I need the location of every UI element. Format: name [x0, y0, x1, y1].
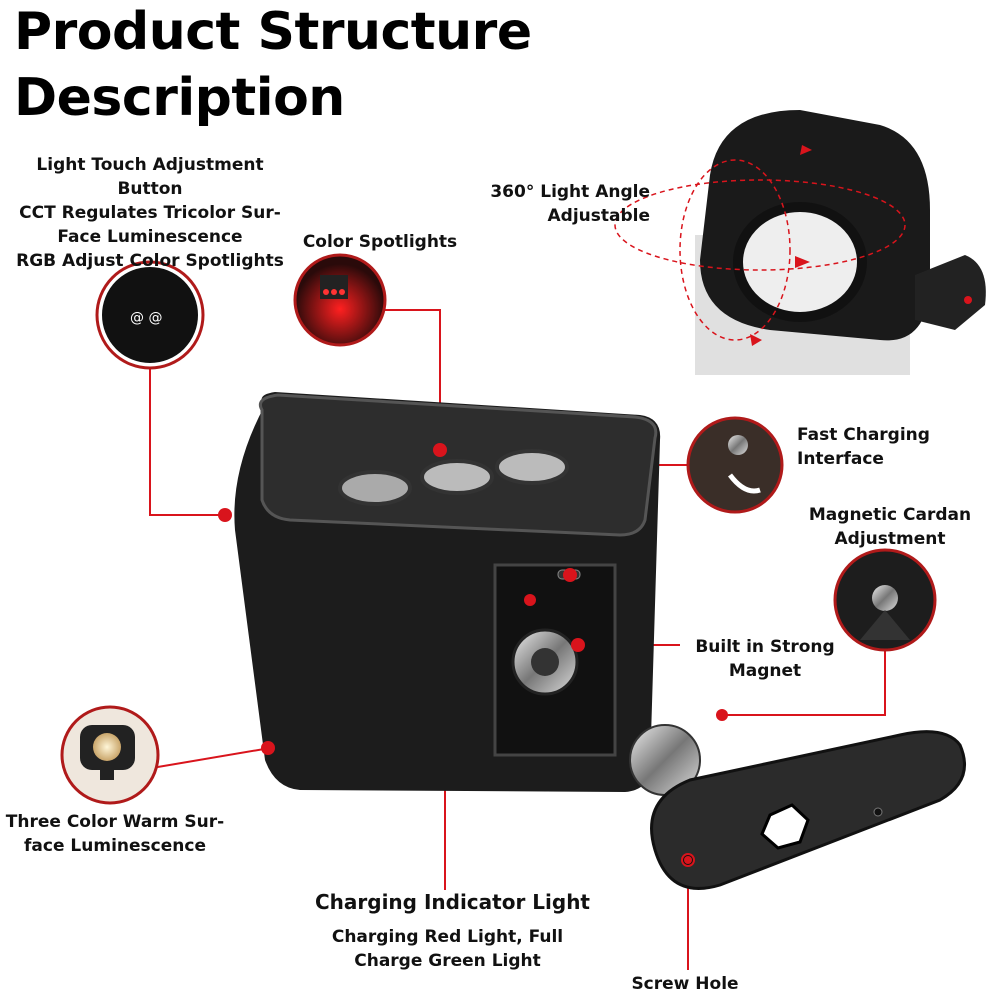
label-line: Interface	[797, 449, 884, 469]
label-magnetic-cardan: Magnetic Cardan Adjustment	[790, 503, 990, 551]
callout-dots	[218, 443, 728, 864]
label-color-spotlights: Color Spotlights	[302, 232, 458, 252]
magnetic-mount-plate	[629, 724, 966, 890]
warm-surface-inset	[60, 705, 160, 805]
touch-button-inset: @ @	[95, 260, 205, 370]
label-indicator-desc: Charging Red Light, Full Charge Green Li…	[310, 925, 585, 973]
label-line: Magnet	[728, 661, 802, 681]
label-line: Built in Strong	[695, 637, 835, 657]
rotation-illustration	[614, 110, 986, 375]
label-angle: 360° Light Angle Adjustable	[460, 180, 650, 228]
label-line: Magnetic Cardan	[808, 505, 972, 525]
label-touch-button: Light Touch Adjustment Button CCT Regula…	[0, 153, 300, 273]
fast-charging-inset	[686, 416, 784, 514]
label-line: face Luminescence	[24, 836, 206, 856]
label-line: Light Touch Adjustment	[36, 155, 264, 175]
label-fast-charging: Fast Charging Interface	[797, 423, 930, 471]
title-line-1: Product Structure	[14, 2, 532, 62]
main-device	[234, 392, 661, 792]
label-line: RGB Adjust Color Spotlights	[16, 251, 284, 271]
label-line: Button	[117, 179, 183, 199]
label-line: Adjustable	[547, 206, 651, 226]
magnetic-cardan-inset	[833, 548, 937, 652]
label-warm-surface: Three Color Warm Sur- face Luminescence	[0, 810, 230, 858]
label-indicator-title: Charging Indicator Light	[314, 890, 590, 914]
label-line: Face Luminescence	[57, 227, 243, 247]
svg-text:@ @: @ @	[130, 310, 162, 326]
title-line-2: Description	[14, 68, 345, 128]
label-line: Adjustment	[834, 529, 946, 549]
label-screw-hole: Screw Hole	[631, 974, 739, 994]
label-line: Charging Red Light, Full	[331, 927, 564, 947]
label-line: Three Color Warm Sur-	[5, 812, 225, 832]
label-line: CCT Regulates Tricolor Sur-	[19, 203, 281, 223]
label-line: Charge Green Light	[354, 951, 541, 971]
label-line: 360° Light Angle	[490, 182, 650, 202]
label-line: Fast Charging	[797, 425, 930, 445]
label-magnet: Built in Strong Magnet	[685, 635, 845, 683]
color-spotlights-inset	[293, 253, 387, 347]
